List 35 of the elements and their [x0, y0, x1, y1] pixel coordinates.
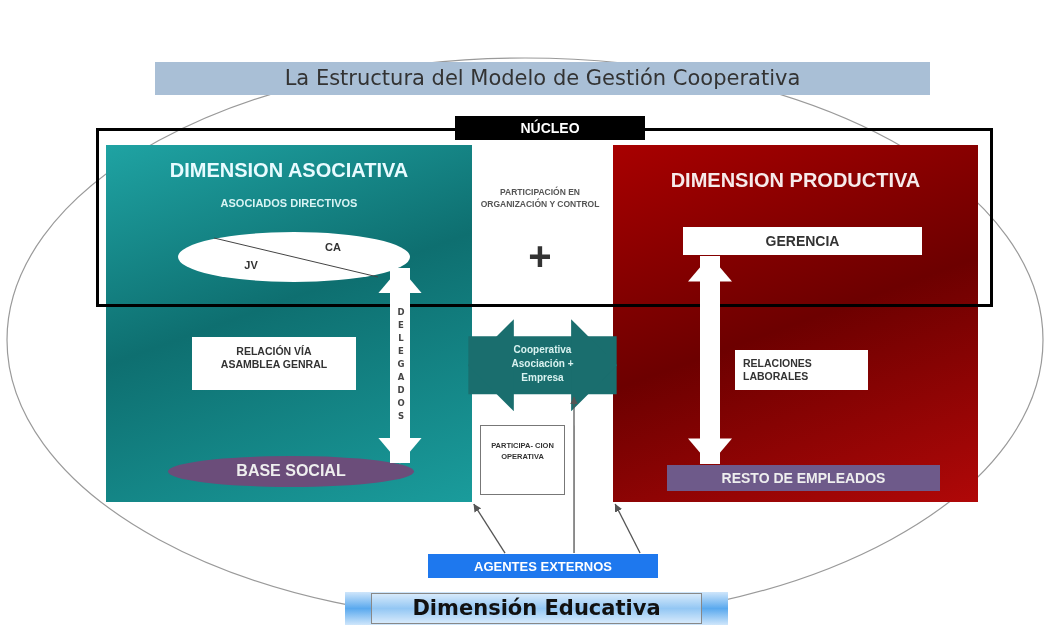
heading-tab	[455, 116, 645, 140]
dimension-panel	[106, 145, 472, 502]
edge-label: Cooperativa Asociación + Empresa	[510, 343, 575, 386]
ellipse-text: CA	[324, 241, 342, 253]
participation-box	[480, 425, 565, 495]
double-arrow	[688, 255, 732, 465]
agents-bar	[428, 554, 658, 578]
panel-subheading: ASOCIADOS DIRECTIVOS	[219, 197, 359, 209]
ellipse-text: JV	[243, 259, 259, 271]
box-text: RELACIONES LABORALES	[743, 357, 813, 383]
split-ellipse	[178, 232, 410, 282]
arrow	[570, 396, 578, 554]
plus-sign: +	[527, 236, 553, 276]
dimension-panel	[613, 145, 978, 502]
edge-label: DELEGADOS	[395, 306, 406, 426]
caption-text: PARTICIPACIÓN EN ORGANIZACIÓN Y CONTROL	[479, 186, 601, 210]
education-band	[345, 592, 728, 625]
management-box	[683, 227, 922, 255]
double-arrow	[467, 319, 618, 412]
relation-box	[192, 337, 356, 390]
arrow	[614, 503, 641, 554]
arrow	[473, 503, 506, 554]
panel-heading: DIMENSION PRODUCTIVA	[669, 169, 922, 192]
bar-label: AGENTES EXTERNOS	[473, 559, 613, 574]
panel-heading: DIMENSION ASOCIATIVA	[168, 159, 410, 182]
double-arrow	[378, 267, 422, 464]
title-banner: La Estructura del Modelo de Gestión Cooperativa	[155, 62, 930, 95]
band-label: Dimensión Educativa	[371, 593, 702, 624]
employees-bar	[667, 465, 940, 491]
box-text: GERENCIA	[764, 233, 841, 249]
relations-box	[735, 350, 868, 390]
tab-label: NÚCLEO	[519, 120, 581, 136]
box-text: RELACIÓN VÍA ASAMBLEA GENRAL	[219, 345, 329, 371]
ellipse-label: BASE SOCIAL	[235, 462, 347, 480]
bar-label: RESTO DE EMPLEADOS	[720, 470, 887, 486]
